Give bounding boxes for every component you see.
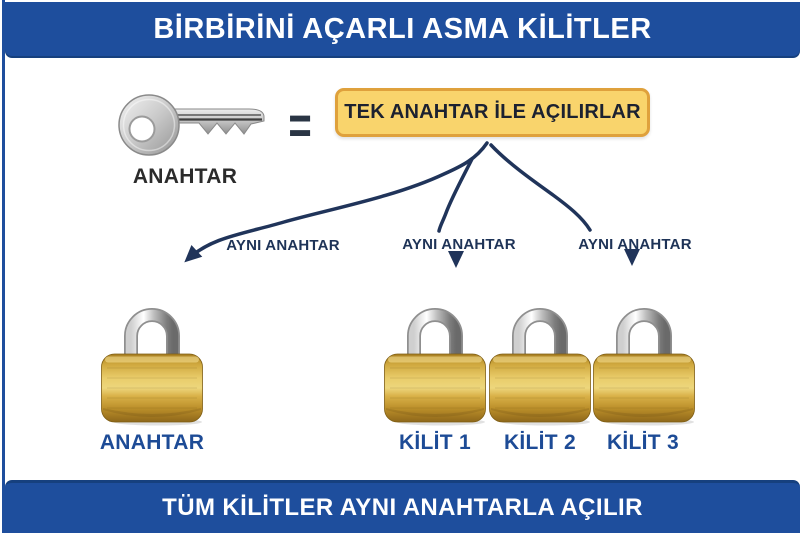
padlock-icon bbox=[100, 288, 204, 426]
single-key-box-text: TEK ANAHTAR İLE AÇILIRLAR bbox=[344, 101, 641, 123]
key-caption: ANAHTAR bbox=[132, 165, 238, 188]
same-key-label-2: AYNI ANAHTAR bbox=[402, 236, 516, 253]
equals-icon: = bbox=[288, 95, 312, 156]
padlock-caption-4: KİLİT 3 bbox=[606, 431, 680, 454]
same-key-label-1: AYNI ANAHTAR bbox=[226, 237, 340, 254]
key-icon bbox=[118, 94, 265, 156]
padlock-icon bbox=[383, 288, 487, 426]
branch-arrows bbox=[184, 141, 640, 268]
padlock-caption-3: KİLİT 2 bbox=[503, 431, 577, 454]
single-key-box: TEK ANAHTAR İLE AÇILIRLAR bbox=[335, 88, 650, 137]
footer-text: TÜM KİLİTLER AYNI ANAHTARLA AÇILIR bbox=[162, 494, 643, 521]
padlock-icon bbox=[592, 288, 696, 426]
padlock-caption-2: KİLİT 1 bbox=[398, 431, 472, 454]
same-key-label-3: AYNI ANAHTAR bbox=[578, 236, 692, 253]
padlock-caption-1: ANAHTAR bbox=[99, 431, 205, 454]
padlock-icon bbox=[488, 288, 592, 426]
left-border-line bbox=[2, 0, 5, 533]
footer-banner: TÜM KİLİTLER AYNI ANAHTARLA AÇILIR bbox=[5, 480, 800, 533]
header-banner: BİRBİRİNİ AÇARLI ASMA KİLİTLER bbox=[5, 2, 800, 56]
page-title: BİRBİRİNİ AÇARLI ASMA KİLİTLER bbox=[153, 12, 652, 45]
